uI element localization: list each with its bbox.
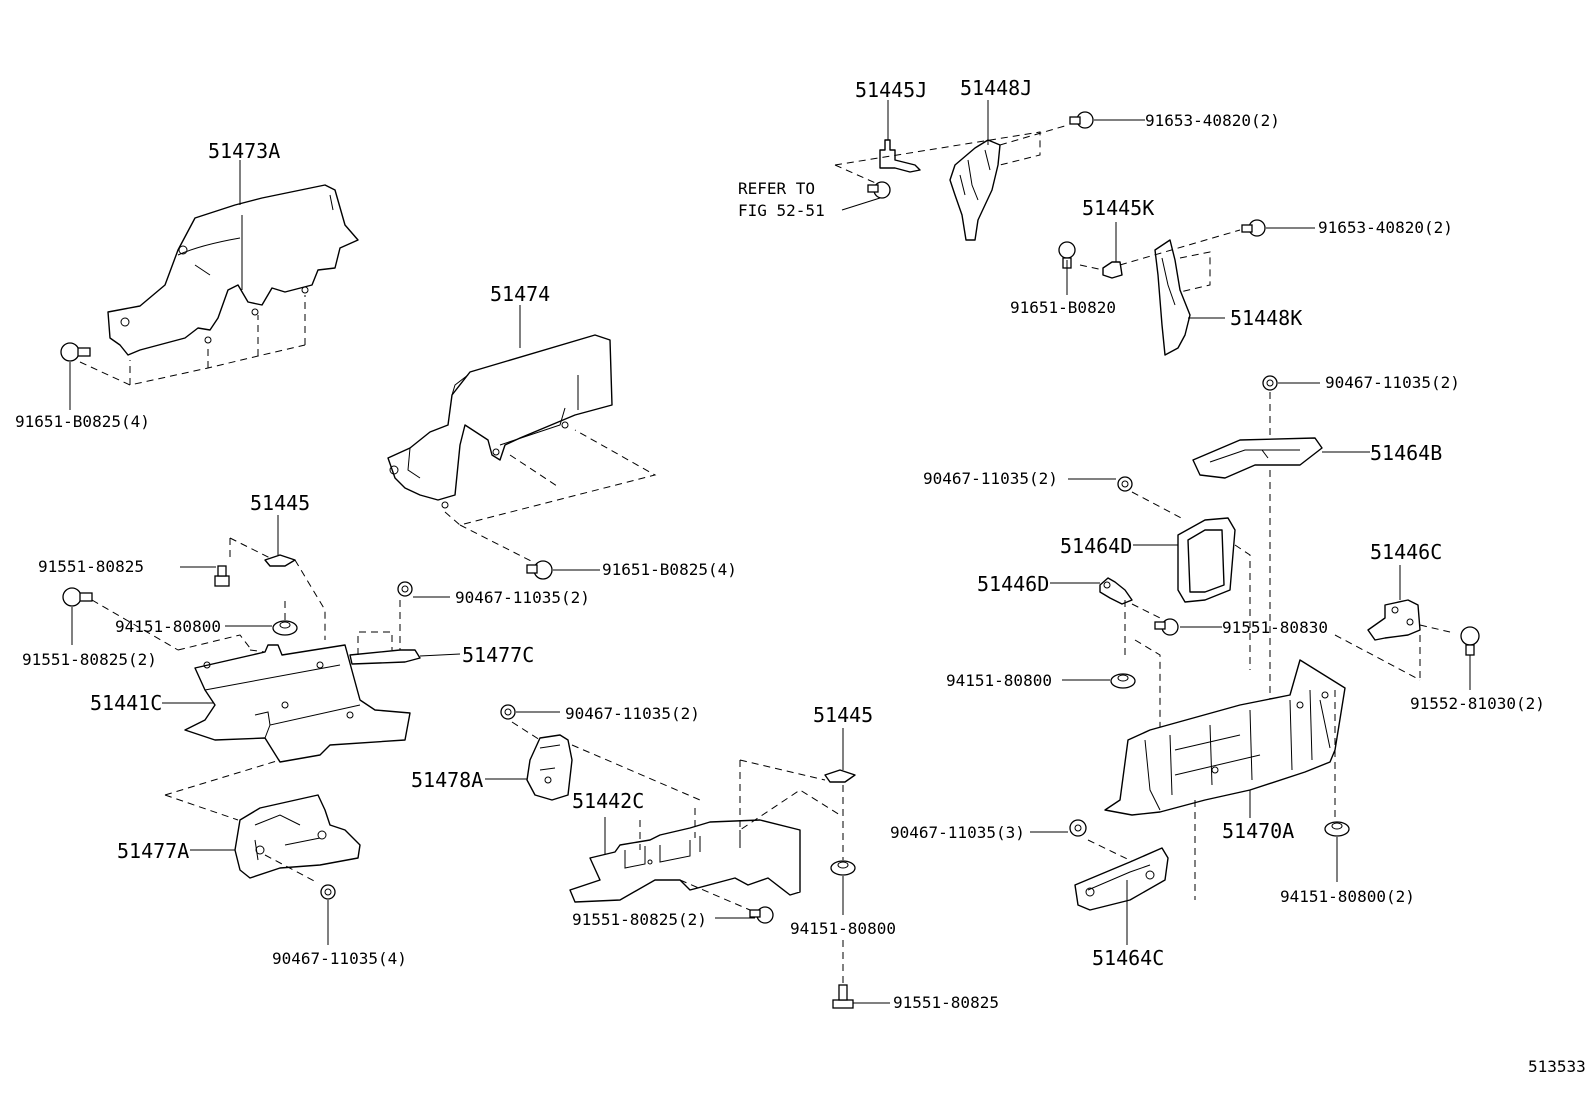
part-51448K[interactable] [1154, 239, 1191, 356]
part-51473A[interactable] [107, 184, 359, 356]
part-51464B[interactable] [1192, 437, 1323, 479]
label-51445K: 51445K [1082, 196, 1154, 220]
label-51445-left: 51445 [250, 491, 310, 515]
part-51446D[interactable] [1099, 577, 1133, 605]
nut-icon [830, 860, 856, 876]
bolt-icon [1154, 618, 1179, 636]
part-51464C[interactable] [1074, 847, 1169, 911]
fastener-label: 94151-80800(2) [1280, 887, 1415, 906]
label-51464D: 51464D [1060, 534, 1132, 558]
fastener-label: 90467-11035(2) [923, 469, 1058, 488]
fastener-label: 91653-40820(2) [1145, 111, 1280, 130]
bolt-icon [1069, 111, 1094, 129]
bolt-icon [832, 984, 854, 1009]
part-51442C[interactable] [569, 819, 801, 903]
nut-icon [272, 620, 298, 636]
fastener-label: 90467-11035(2) [455, 588, 590, 607]
label-51445-center: 51445 [813, 703, 873, 727]
clip-icon [320, 884, 336, 900]
part-51477A[interactable] [234, 794, 361, 879]
fastener-label: 91651-B0820 [1010, 298, 1116, 317]
label-51448J: 51448J [960, 76, 1032, 100]
refer-to-text: REFER TO [738, 179, 815, 198]
label-51477C: 51477C [462, 643, 534, 667]
part-51474[interactable] [387, 334, 613, 509]
fastener-label: 91651-B0825(4) [602, 560, 737, 579]
label-51448K: 51448K [1230, 306, 1302, 330]
label-51470A: 51470A [1222, 819, 1294, 843]
part-51470A[interactable] [1104, 659, 1346, 816]
nut-icon [1324, 821, 1350, 837]
fastener-label: 90467-11035(3) [890, 823, 1025, 842]
part-51445-center[interactable] [824, 769, 856, 783]
part-51464D[interactable] [1177, 517, 1236, 603]
fastener-label: 94151-80800 [946, 671, 1052, 690]
clip-icon [397, 581, 413, 597]
part-51478A[interactable] [526, 734, 573, 801]
part-51441C[interactable] [184, 644, 411, 763]
bolt-icon [867, 181, 891, 199]
bolt-icon [214, 565, 230, 587]
label-51477A: 51477A [117, 839, 189, 863]
label-51442C: 51442C [572, 789, 644, 813]
part-51445-left[interactable] [264, 554, 296, 567]
part-51446C[interactable] [1367, 599, 1421, 641]
part-51477C[interactable] [349, 649, 421, 665]
fastener-label: 91551-80825 [38, 557, 144, 576]
label-51464C: 51464C [1092, 946, 1164, 970]
fastener-label: 90467-11035(2) [565, 704, 700, 723]
fastener-label: 91551-80825 [893, 993, 999, 1012]
label-51474: 51474 [490, 282, 550, 306]
fastener-label: 91653-40820(2) [1318, 218, 1453, 237]
fastener-label: 91551-80830 [1222, 618, 1328, 637]
part-51445K[interactable] [1102, 261, 1123, 279]
label-51478A: 51478A [411, 768, 483, 792]
fastener-label: 91651-B0825(4) [15, 412, 150, 431]
label-51464B: 51464B [1370, 441, 1442, 465]
nut-icon [1110, 673, 1136, 689]
fastener-label: 91551-80825(2) [22, 650, 157, 669]
part-51448J[interactable] [949, 139, 1001, 241]
fastener-label: 94151-80800 [115, 617, 221, 636]
fastener-label: 94151-80800 [790, 919, 896, 938]
bolt-icon [1241, 219, 1266, 237]
bolt-icon [749, 906, 774, 924]
label-51441C: 51441C [90, 691, 162, 715]
fastener-label: 90467-11035(4) [272, 949, 407, 968]
label-51473A: 51473A [208, 139, 280, 163]
clip-icon [500, 704, 516, 720]
bolt-icon [526, 560, 553, 580]
clip-icon [1069, 819, 1087, 837]
refer-fig-text: FIG 52-51 [738, 201, 825, 220]
part-51445J[interactable] [879, 139, 921, 173]
bolt-icon [1460, 626, 1480, 656]
clip-icon [1117, 476, 1133, 492]
bolt-icon [62, 587, 93, 607]
fastener-label: 91551-80825(2) [572, 910, 707, 929]
label-51446C: 51446C [1370, 540, 1442, 564]
bolt-icon [60, 342, 91, 362]
fastener-label: 91552-81030(2) [1410, 694, 1545, 713]
figure-id: 513533 [1528, 1057, 1586, 1076]
label-51446D: 51446D [977, 572, 1049, 596]
clip-icon [1262, 375, 1278, 391]
label-51445J: 51445J [855, 78, 927, 102]
fastener-label: 90467-11035(2) [1325, 373, 1460, 392]
